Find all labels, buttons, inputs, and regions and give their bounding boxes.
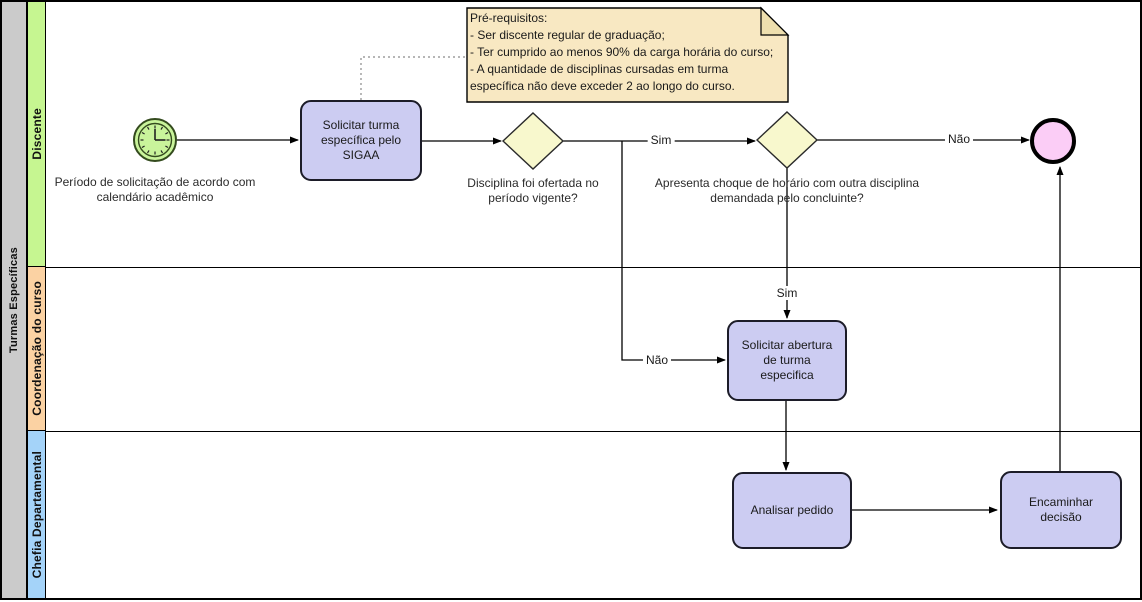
task-label: Solicitar abertura de turma especifica xyxy=(741,338,833,382)
note-line: Pré-requisitos: xyxy=(470,11,548,25)
note-line: - Ter cumprido ao menos 90% da carga hor… xyxy=(470,45,774,59)
lane-divider-1 xyxy=(46,267,1140,268)
flow-gateway1-nao-to-task2 xyxy=(621,141,726,364)
task-label: Encaminhar decisão xyxy=(1028,495,1094,524)
pool-label: Turmas Específicas xyxy=(8,246,20,354)
gateway-choque-label: Apresenta choque de horário com outra di… xyxy=(654,176,920,205)
clock-icon xyxy=(140,125,170,155)
edge-label-sim-gateway2: Sim xyxy=(773,286,801,300)
lane-divider-2 xyxy=(46,431,1140,432)
edge-label-nao-gateway2: Não xyxy=(642,353,672,367)
task-solicitar-turma-sigaa[interactable]: Solicitar turma específica pelo SIGAA xyxy=(300,100,422,181)
lane-header-discente[interactable]: Discente xyxy=(28,2,46,267)
lane-label-discente: Discente xyxy=(29,108,44,160)
gateway-oferta-label: Disciplina foi ofertada no período vigen… xyxy=(467,176,599,205)
edge-label-sim-gateway1: Sim xyxy=(647,133,675,147)
lane-header-coordenacao[interactable]: Coordenação do curso xyxy=(28,267,46,431)
pool-header: Turmas Específicas xyxy=(2,2,28,598)
edge-label-nao-gateway1: Não xyxy=(944,132,974,146)
association-task1-to-note xyxy=(360,56,465,100)
task-encaminhar-decisao[interactable]: Encaminhar decisão xyxy=(1000,471,1122,549)
lane-header-chefia[interactable]: Chefia Departamental xyxy=(28,431,46,598)
lane-label-chefia: Chefia Departamental xyxy=(29,450,44,579)
task-label: Analisar pedido xyxy=(750,503,834,517)
end-event[interactable] xyxy=(1030,118,1076,164)
task-label: Solicitar turma específica pelo SIGAA xyxy=(320,118,402,162)
task-solicitar-abertura[interactable]: Solicitar abertura de turma especifica xyxy=(727,320,847,401)
gateway-disciplina-ofertada[interactable] xyxy=(501,112,565,170)
task-analisar-pedido[interactable]: Analisar pedido xyxy=(732,472,852,549)
note-line: - A quantidade de disciplinas cursadas e… xyxy=(470,62,735,93)
annotation-note-shape[interactable] xyxy=(466,6,790,103)
annotation-note[interactable]: Pré-requisitos: - Ser discente regular d… xyxy=(470,10,782,95)
lane-label-coordenacao: Coordenação do curso xyxy=(29,281,44,416)
note-line: - Ser discente regular de graduação; xyxy=(470,28,665,42)
timer-start-event[interactable] xyxy=(133,118,177,162)
timer-event-label: Período de solicitação de acordo com cal… xyxy=(54,175,256,204)
gateway-choque-horario[interactable] xyxy=(755,111,819,169)
